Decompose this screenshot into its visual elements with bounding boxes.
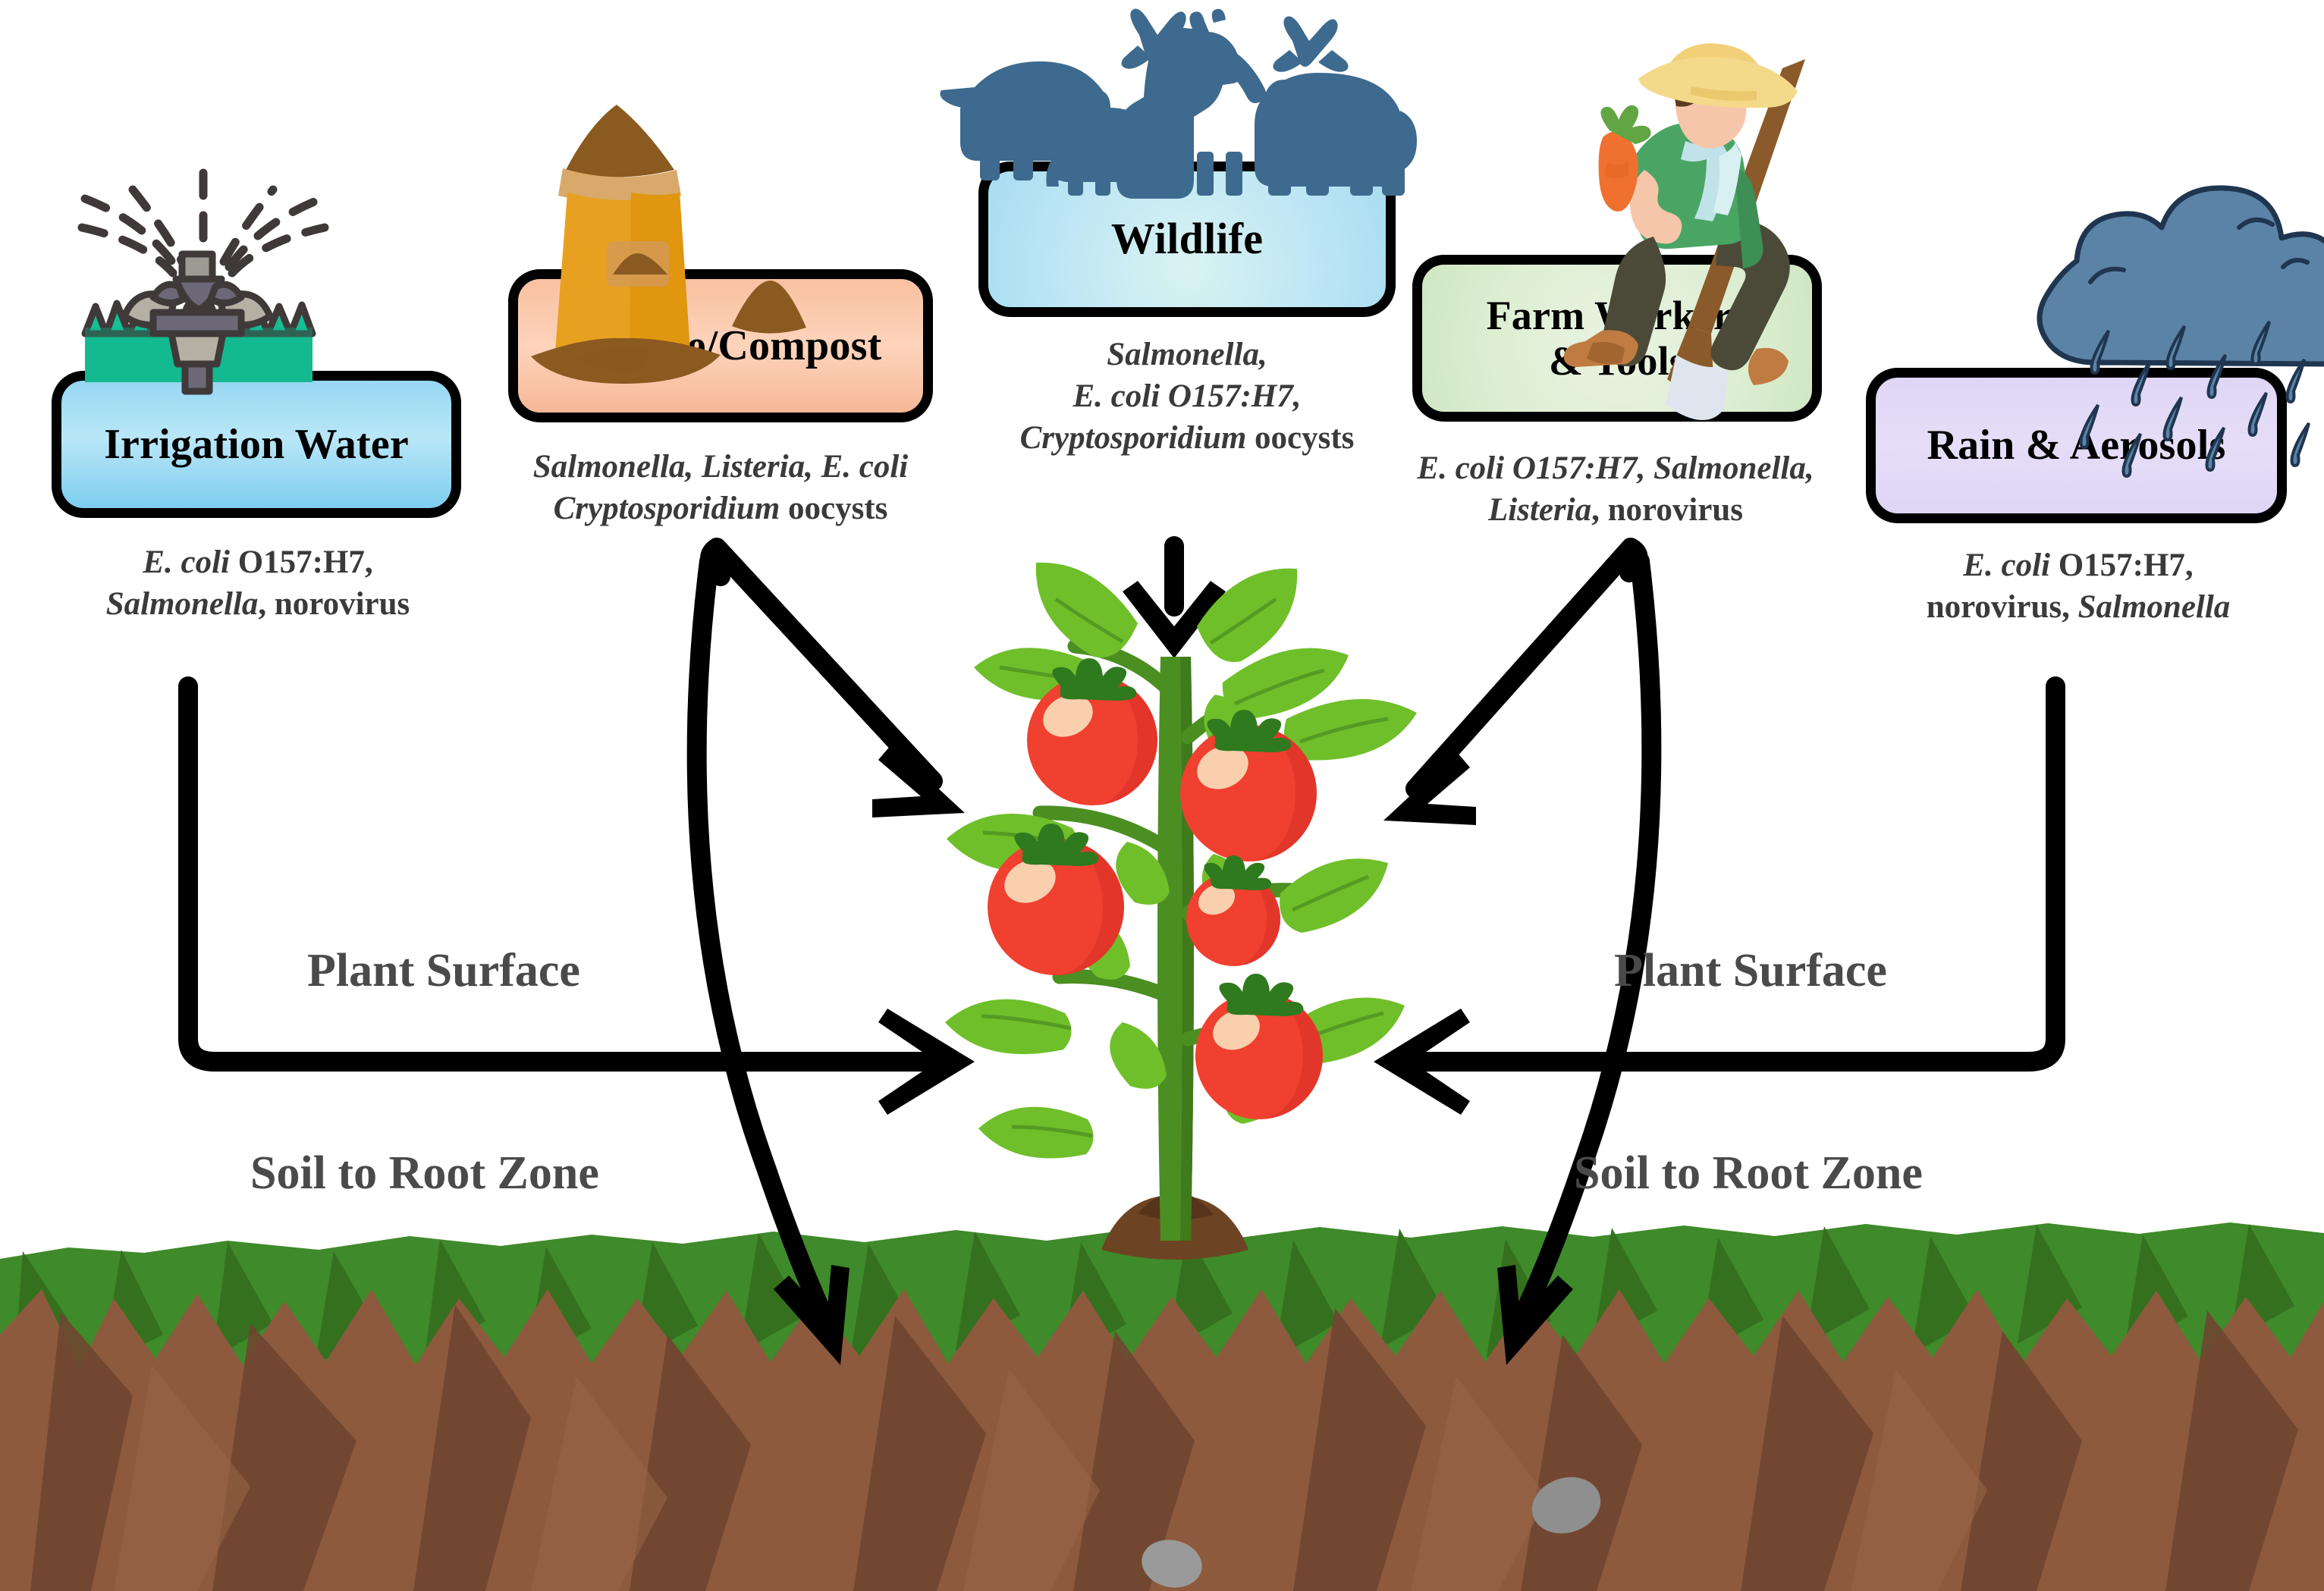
pathogen-name: O157:H7, (2049, 548, 2194, 583)
arrow-rain-to-plant (1401, 676, 2065, 1072)
soil-group (0, 1222, 2324, 1591)
arrow-manure-to-soil (686, 551, 840, 1341)
soil-shadow-clumps (30, 1304, 2298, 1591)
arrow-workers-to-soil (1506, 551, 1662, 1341)
bird-icon (1273, 16, 1349, 72)
bird-icon (1121, 8, 1197, 69)
pathogen-line: Cryptosporidium oocysts (470, 488, 971, 529)
pathogen-name-italic: Salmonella (105, 586, 259, 623)
pathogen-line: Salmonella, (952, 334, 1422, 375)
elephant-icon (1218, 49, 1417, 196)
farmer-with-shovel-icon (1563, 43, 1805, 421)
pathogen-line: Listeria, norovirus (1380, 489, 1851, 531)
pathogen-line: norovirus, Salmonella (1843, 586, 2313, 628)
pathogen-caption-wildlife: Salmonella,E. coli O157:H7,Cryptosporidi… (952, 334, 1422, 459)
pathogen-line: E. coli O157:H7, (1843, 544, 2313, 586)
raindrops-icon (2079, 320, 2310, 479)
pathway-label-soil-root-right: Soil to Root Zone (1574, 1147, 1923, 1199)
soil-highlight-clumps (114, 1365, 1987, 1591)
tomato-icon (1186, 855, 1280, 966)
tomato-icon (988, 824, 1124, 975)
arrowhead-manure-soil (774, 1265, 850, 1365)
pathogen-line: Salmonella, Listeria, E. coli (470, 446, 971, 488)
compost-sack-icon (531, 105, 806, 384)
pathogen-name-italic: Salmonella (2077, 589, 2231, 626)
pathogen-name: O157:H7, (229, 544, 373, 580)
arrowhead-workers-soil (1497, 1265, 1573, 1365)
wildlife-silhouettes-icon (940, 8, 1417, 199)
rain-cloud-icon (2037, 185, 2324, 479)
source-label-rain-aerosols: Rain & Aerosols (1927, 422, 2226, 469)
arrowhead-plant-surface-left (878, 1009, 975, 1115)
pathogen-name-italic: Listeria (1487, 492, 1592, 529)
pathogen-name: , norovirus (258, 586, 410, 623)
source-label-irrigation-water: Irrigation Water (104, 420, 409, 468)
stone-icon (1142, 1539, 1202, 1588)
pathogen-caption-rain-aerosols: E. coli O157:H7,norovirus, Salmonella (1843, 544, 2313, 628)
pathogen-line: E. coli O157:H7, (952, 375, 1422, 417)
arrowhead-wildlife (1123, 581, 1226, 658)
pathogen-line: Salmonella, norovirus (30, 583, 485, 625)
pathogen-caption-irrigation-water: E. coli O157:H7,Salmonella, norovirus (30, 541, 485, 625)
pathogen-name-italic: E. coli (143, 544, 230, 580)
pathogen-name-italic: E. coli (1963, 548, 2050, 583)
pathogen-line: E. coli O157:H7, (30, 541, 485, 583)
tomato-icon (1180, 710, 1317, 861)
arrowhead-plant-surface-right (1374, 1009, 1470, 1115)
arrowhead-workers-plant (1383, 752, 1476, 825)
pathogen-name-italic: Cryptosporidium (553, 491, 780, 527)
pathogen-name: oocysts (1246, 420, 1355, 457)
pathogen-name-italic: E. coli O157:H7, Salmonella, (1417, 450, 1814, 486)
arrowhead-manure-plant (872, 745, 965, 817)
pathogen-line: Cryptosporidium oocysts (952, 417, 1422, 459)
pathway-label-plant-surface-right: Plant Surface (1614, 945, 1887, 996)
pathway-label-plant-surface-left: Plant Surface (307, 945, 580, 996)
pathogen-name: , norovirus (1591, 492, 1744, 529)
giraffe-icon (1116, 8, 1242, 199)
arrow-irrigation-to-plant (178, 676, 947, 1072)
pathogen-caption-farm-workers-tools: E. coli O157:H7, Salmonella,Listeria, no… (1380, 447, 1851, 531)
pathogen-line: E. coli O157:H7, Salmonella, (1380, 447, 1851, 489)
pathogen-name-italic: Salmonella, (1107, 337, 1267, 372)
tomatoes-group (988, 658, 1323, 1119)
pathogen-name-italic: Cryptosporidium (1019, 420, 1247, 457)
pathogen-name: norovirus, (1926, 589, 2078, 626)
stone-icon (1531, 1476, 1601, 1534)
source-label-wildlife: Wildlife (1110, 214, 1264, 264)
pathway-label-soil-root-left: Soil to Root Zone (250, 1147, 599, 1199)
pathogen-name-italic: E. coli O157:H7, (1072, 378, 1302, 415)
pathogen-name-italic: Salmonella, Listeria, E. coli (532, 449, 909, 485)
pathogen-name: oocysts (780, 491, 888, 527)
tomato-icon (1027, 658, 1157, 805)
arrow-heads (774, 581, 1573, 1365)
sprinkler-icon (77, 168, 329, 395)
tomato-icon (1195, 974, 1323, 1119)
